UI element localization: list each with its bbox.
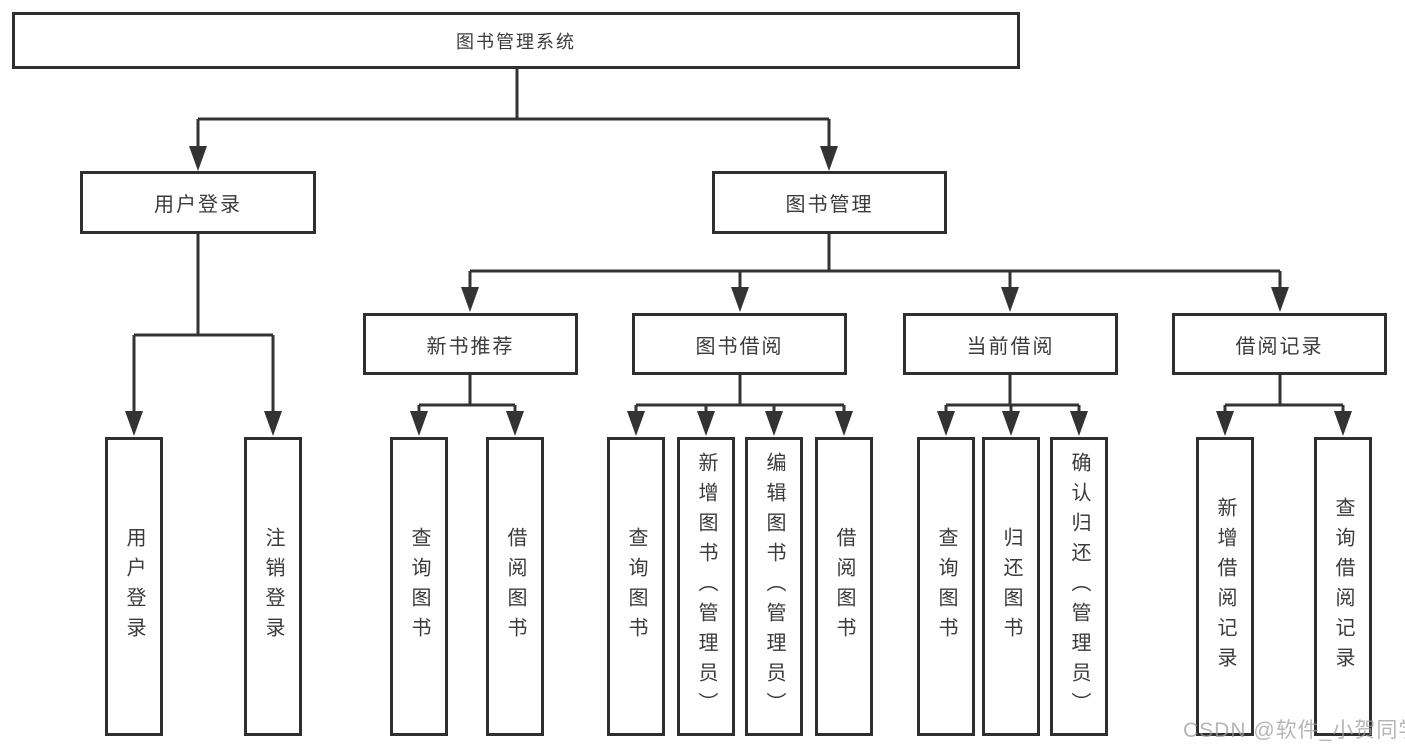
node-label: 图书管理 <box>785 194 874 216</box>
connector-current-borrow <box>937 375 1088 436</box>
node-label: 查询图书 <box>935 526 957 647</box>
node-label: 查询图书 <box>625 526 647 647</box>
leaf-edit-book-admin: 编辑图书（管理员） <box>745 437 803 736</box>
node-label: 归还图书 <box>1000 526 1022 647</box>
node-label: 用户登录 <box>123 526 145 647</box>
leaf-user-login: 用户登录 <box>105 437 163 736</box>
leaf-query-books-current: 查询图书 <box>917 437 975 736</box>
arrowhead <box>264 411 282 436</box>
arrowhead <box>627 411 645 436</box>
arrowhead <box>1334 411 1352 436</box>
node-library-mgmt-system: 图书管理系统 <box>12 12 1020 69</box>
node-label: 新增图书（管理员） <box>695 451 717 722</box>
node-label: 查询借阅记录 <box>1332 496 1354 677</box>
leaf-borrow-books: 借阅图书 <box>815 437 873 736</box>
arrowhead <box>1001 287 1019 312</box>
arrowhead <box>506 411 524 436</box>
node-current-borrowing: 当前借阅 <box>903 313 1118 375</box>
node-label: 当前借阅 <box>966 335 1055 358</box>
arrowhead <box>410 411 428 436</box>
arrowhead <box>1216 411 1234 436</box>
leaf-add-book-admin: 新增图书（管理员） <box>677 437 735 736</box>
csdn-watermark: CSDN @软件_小贺同学 <box>1183 719 1405 742</box>
leaf-borrow-books-rec: 借阅图书 <box>486 437 544 736</box>
node-borrowing-records: 借阅记录 <box>1172 313 1387 375</box>
node-label: 借阅图书 <box>833 526 855 647</box>
connector-root <box>189 69 838 171</box>
leaf-confirm-return-admin: 确认归还（管理员） <box>1050 437 1108 736</box>
node-label: 新增借阅记录 <box>1214 496 1236 677</box>
arrowhead <box>1271 287 1289 312</box>
connector-book-mgmt <box>461 234 1289 312</box>
connector-user-login <box>125 234 282 436</box>
node-book-management: 图书管理 <box>712 171 947 234</box>
arrowhead <box>461 287 479 312</box>
leaf-query-borrow-record: 查询借阅记录 <box>1314 437 1372 736</box>
node-label: 编辑图书（管理员） <box>763 451 785 722</box>
arrowhead <box>835 411 853 436</box>
node-label: 查询图书 <box>408 526 430 647</box>
node-label: 借阅记录 <box>1235 335 1324 358</box>
leaf-query-books-rec: 查询图书 <box>390 437 448 736</box>
arrowhead <box>697 411 715 436</box>
node-user-login: 用户登录 <box>80 171 316 234</box>
arrowhead <box>820 146 838 171</box>
node-label: 图书借阅 <box>695 335 784 358</box>
arrowhead <box>765 411 783 436</box>
connector-new-book-rec <box>410 375 524 436</box>
arrowhead <box>189 146 207 171</box>
node-label: 用户登录 <box>154 194 242 216</box>
leaf-query-books-borrow: 查询图书 <box>607 437 665 736</box>
arrowhead <box>125 411 143 436</box>
leaf-logout: 注销登录 <box>244 437 302 736</box>
node-new-book-recommendation: 新书推荐 <box>363 313 578 375</box>
connector-borrow-records <box>1216 375 1352 436</box>
leaf-return-book: 归还图书 <box>982 437 1040 736</box>
node-label: 确认归还（管理员） <box>1068 451 1090 722</box>
node-label: 注销登录 <box>262 526 284 647</box>
node-label: 图书管理系统 <box>456 31 576 52</box>
arrowhead <box>731 287 749 312</box>
arrowhead <box>1002 411 1020 436</box>
leaf-add-borrow-record: 新增借阅记录 <box>1196 437 1254 736</box>
node-book-borrowing: 图书借阅 <box>632 313 847 375</box>
node-label: 借阅图书 <box>504 526 526 647</box>
arrowhead <box>937 411 955 436</box>
arrowhead <box>1070 411 1088 436</box>
connector-book-borrow <box>627 375 853 436</box>
node-label: 新书推荐 <box>426 335 515 358</box>
